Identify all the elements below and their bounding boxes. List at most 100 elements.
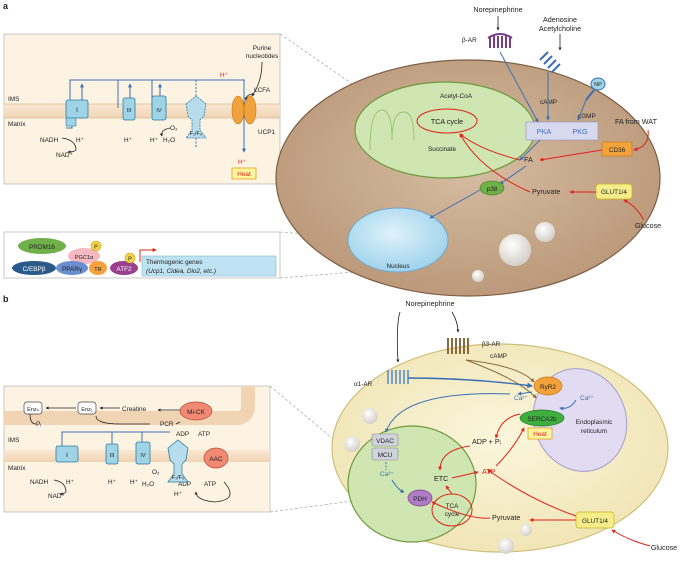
ucp1-label: UCP1 [258,129,275,136]
mcu-box [371,447,399,461]
panel-a-gene-inset: PRDM16 PGC1α P C/EBPβ PPARγ TR ATF2 P Th… [3,231,281,279]
panel-a-mito-inset: IMS Matrix H⁺ I III IV F₁/F₀ UCP1 LCFA P… [3,33,281,185]
tca-circle-a [416,108,478,134]
atf2-label: ATF2 [116,266,132,273]
complex-iii-label: III [127,108,132,114]
cebpb-label: C/EBPβ [23,266,46,273]
ryr2-oval [533,376,563,396]
tr-oval [89,261,107,275]
pdh-oval [407,489,433,507]
heat-label-a: Heat [237,171,251,178]
b3-ar-label: β3-AR [482,341,501,348]
atp-synthase [185,95,207,139]
h-plus-4: H⁺ [150,137,158,144]
glut-label-a: GLUT1/4 [601,189,627,196]
adp-label-b1: ADP [176,431,189,438]
tca-label-b1: TCA [446,503,460,510]
enz1-box [77,401,97,415]
nucleus-label: Nucleus [386,263,409,270]
complex-iv [151,95,167,121]
er-label-1: Endoplasmic [576,419,613,426]
vdac-box [371,433,399,447]
pyruvate-label-b: Pyruvate [492,513,520,522]
h2o-label: H₂O [163,137,175,144]
pi-label: Pᵢ [36,421,41,428]
fa-wat-label: FA from WAT [615,117,658,126]
ca-label-1: Ca²⁺ [514,395,528,402]
complex-iv-b-label: IV [140,453,146,459]
glut-label-b: GLUT1/4 [582,518,608,525]
creatine-label: Creatine [122,406,147,413]
norepinephrine-b: Norepinephrine [405,299,454,308]
mitochondrion-b [347,425,477,543]
vdac-label: VDAC [376,438,394,445]
mick-oval [179,401,213,421]
complex-i [65,99,89,119]
adp-pi-label: ADP + Pᵢ [472,437,501,446]
o2-label-b: O₂ [152,469,160,476]
ca-label-3: Ca²⁺ [380,471,394,478]
mick-label: Mi-CK [187,409,205,416]
acetylcholine-label: Acetylcholine [539,24,581,33]
ucp1-protein [231,95,257,125]
serca-label: SERCA2b [527,416,557,423]
panel-b-cell: Endoplasmic reticulum α1-AR β3-AR Norepi… [331,299,677,554]
matrix-label-b: Matrix [8,465,26,472]
ims-label-b: IMS [8,437,19,444]
h-plus-ucp: H⁺ [238,159,246,166]
np-receptor [590,77,606,91]
purine-label-1: Purine [253,45,272,52]
h-plus-b1: H⁺ [66,479,74,486]
ca-label-2: Ca²⁺ [580,395,594,402]
p-phospho-2: P [128,257,132,263]
heat-box-a [231,167,257,180]
pdh-label: PDH [413,496,427,503]
panel-a-cell: TCA cycle Acetyl-CoA Succinate Nucleus β… [275,5,661,297]
o2-label: O₂ [170,125,178,132]
heat-label-b: Heat [533,431,547,438]
nadh-label: NADH [40,137,58,144]
enzn-label: Enzₙ [27,407,40,413]
panel-b-mito-inset: IMS Matrix Enzₙ Enz₁ Creatine PCR Pᵢ Mi-… [3,385,271,513]
prdm16-oval [18,238,66,254]
cd36-box [601,141,633,157]
panel-b-label: b [3,294,9,304]
atp-label-b: ATP [482,467,496,476]
serca-oval [519,409,565,427]
aac-oval [203,447,229,469]
etc-label: ETC [434,474,448,483]
a1-ar-label: α1-AR [354,381,373,388]
pka-label: PKA [537,127,552,136]
p38-oval [479,180,505,196]
p38-label: p38 [487,186,498,193]
p-phospho-1: P [94,245,98,251]
glucose-label-b: Glucose [651,543,677,552]
atf2-oval [110,261,138,275]
pyruvate-label-a: Pyruvate [532,187,560,196]
cgmp-label-a: cGMP [578,113,596,120]
adenosine-receptor [539,51,561,73]
pkg-label: PKG [572,127,588,136]
complex-iv-label: IV [156,108,162,114]
cebpb-oval [12,261,56,275]
h2o-label-b: H₂O [142,481,154,488]
nucleus-a [347,207,449,273]
f1f0-label: F₁/F₀ [190,131,203,137]
atp-label-b2: ATP [204,481,216,488]
camp-label-a: cAMP [540,99,557,106]
pka-pkg-box [525,121,599,141]
glucose-label-a: Glucose [635,221,661,230]
nad-label-b: NAD⁺ [48,493,65,500]
ims-label: IMS [8,96,19,103]
ppary-label: PPARγ [62,266,83,273]
np-label: NP [594,82,602,88]
thermogenic-list: (Ucp1, Cidea, Dio2, etc.) [146,268,216,275]
complex-iii-b-label: III [110,453,115,459]
acetyl-coa-label: Acetyl-CoA [440,93,473,100]
complex-i-label: I [76,107,78,114]
aac-label: AAC [209,456,223,463]
tca-label-b2: cycle [445,511,460,518]
tr-label: TR [94,267,101,273]
h-plus-1: H⁺ [76,137,84,144]
